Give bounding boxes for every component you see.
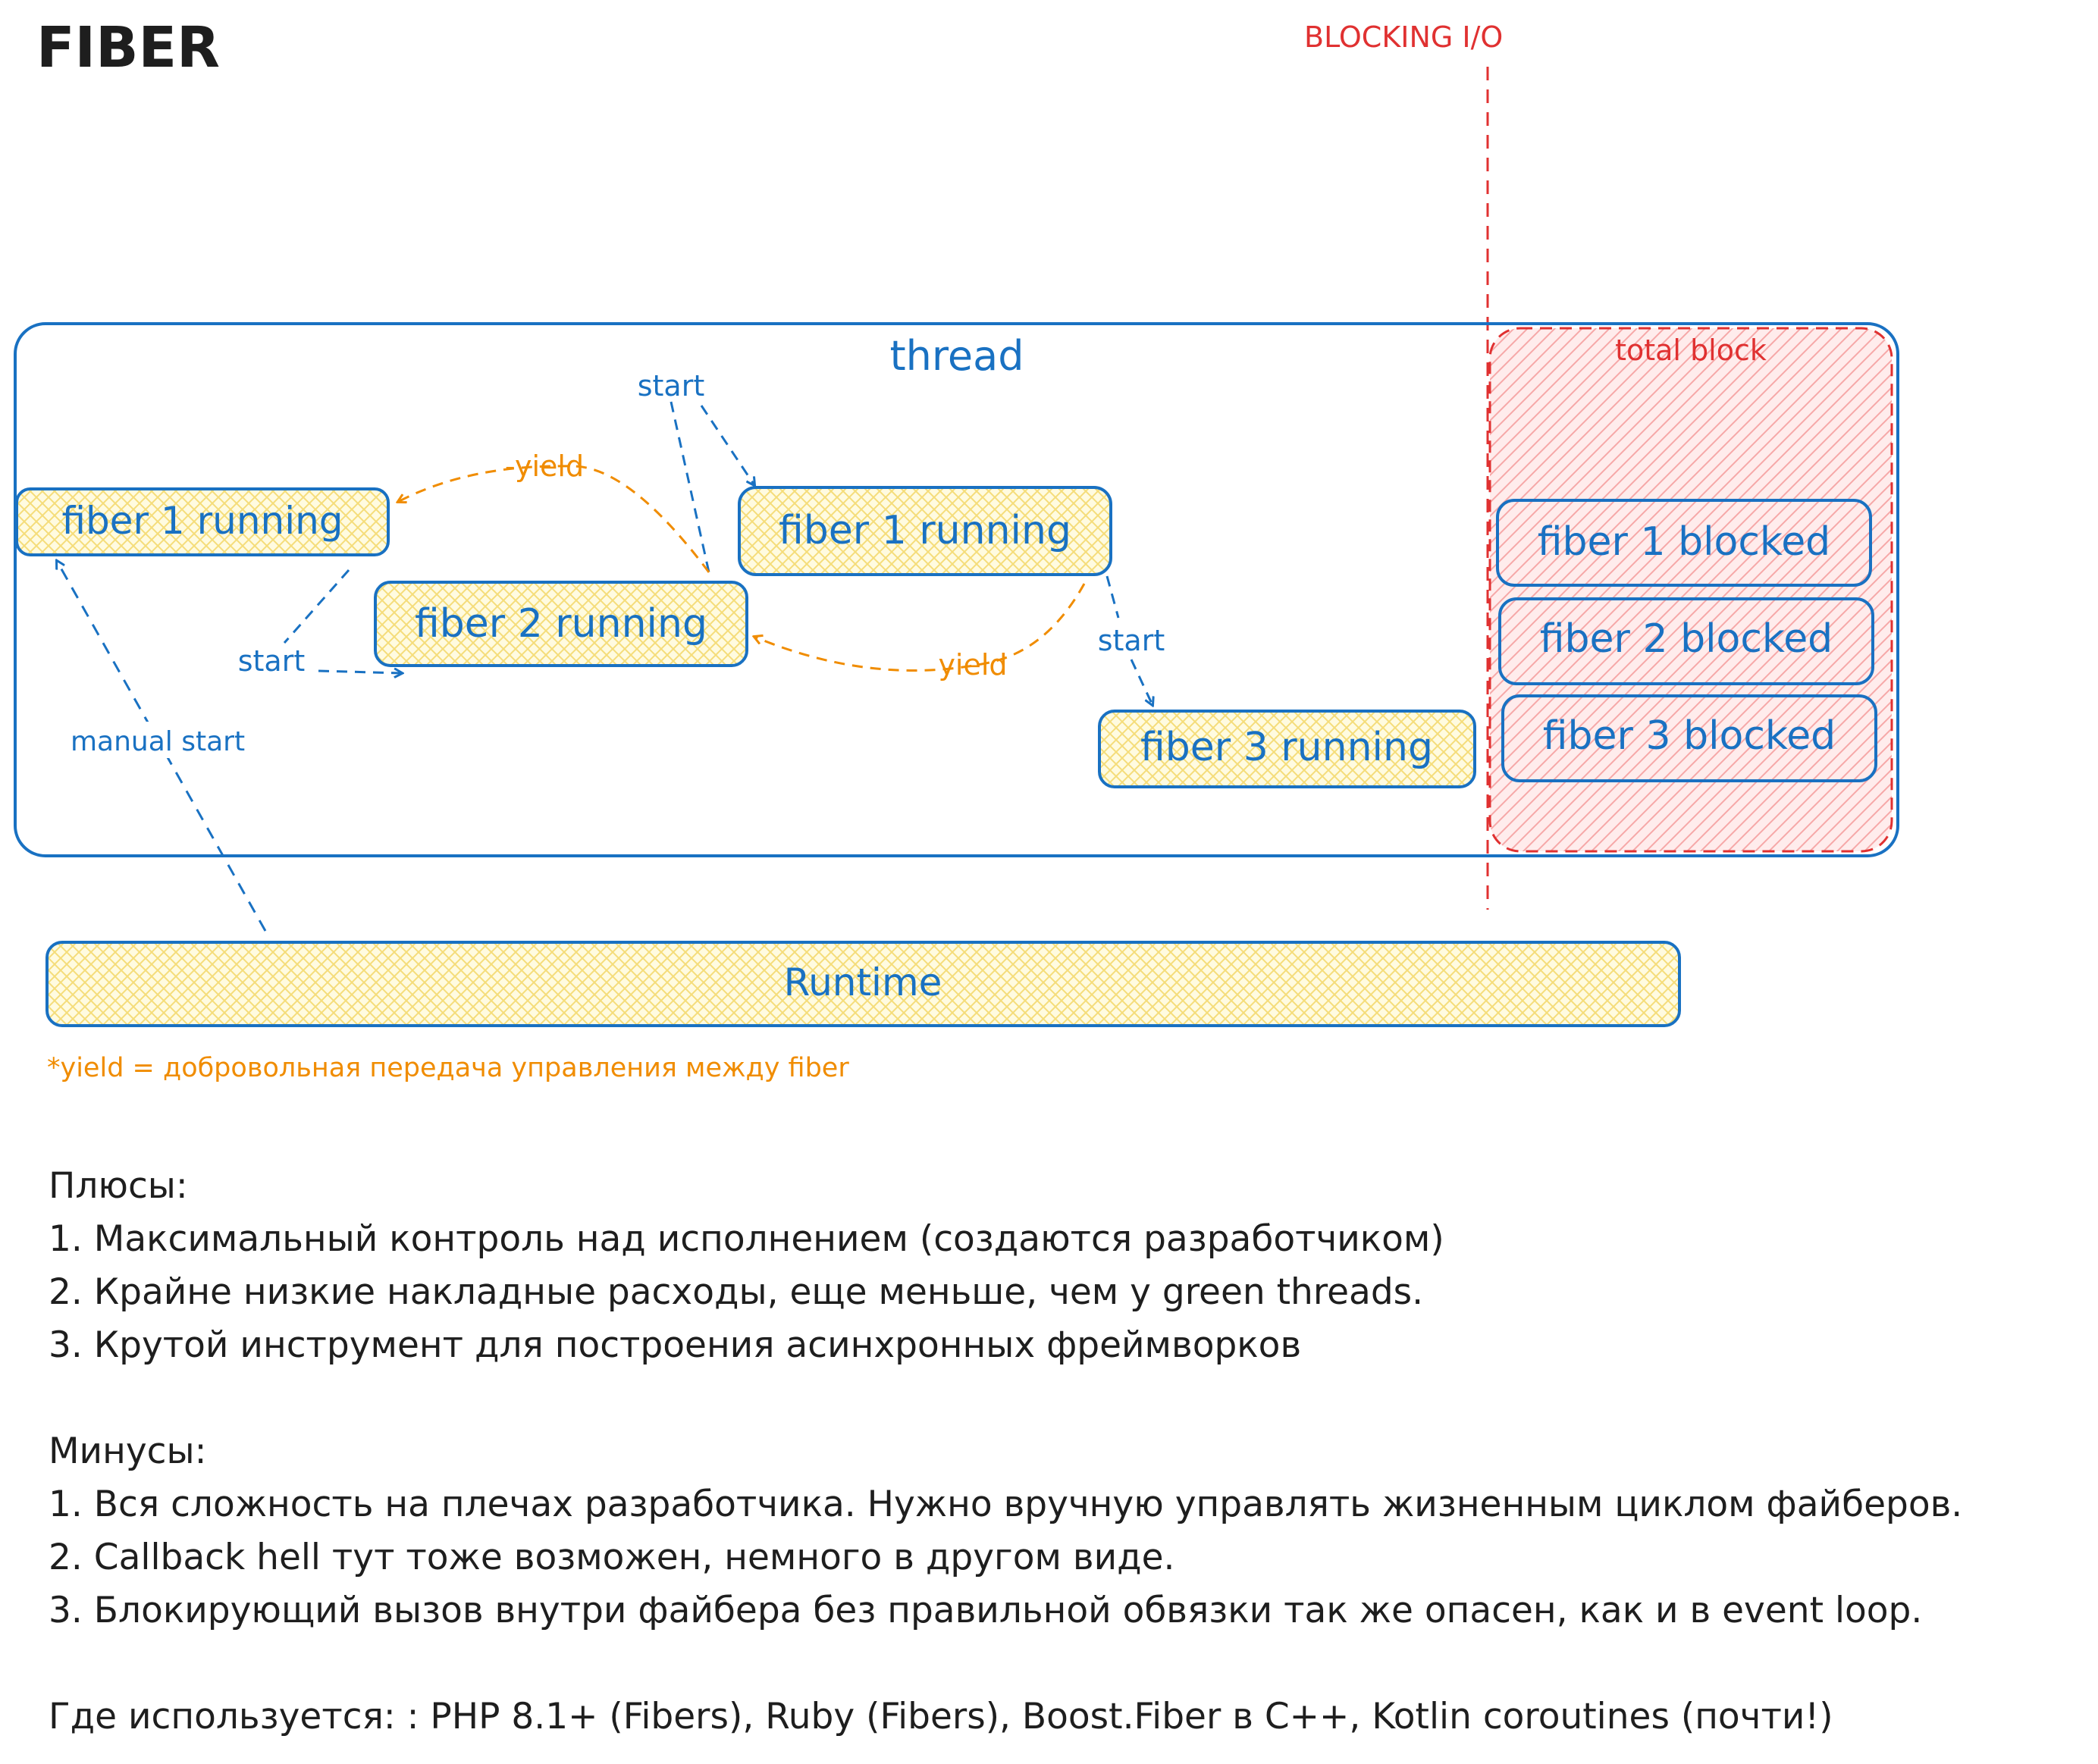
cons-title: Минусы: <box>49 1430 207 1472</box>
runtime-label: Runtime <box>784 960 942 1004</box>
fiber-box-2-running: fiber 2 running <box>374 581 748 667</box>
pros-item-3: 3. Крутой инструмент для построения асин… <box>49 1324 1302 1366</box>
fiber-3-running-label: fiber 3 running <box>1140 725 1433 770</box>
manual-start-label-bg <box>61 722 254 758</box>
runtime-box: Runtime <box>45 941 1681 1027</box>
start-label-top: start <box>638 369 705 403</box>
pros-title: Плюсы: <box>49 1165 188 1207</box>
cons-item-3: 3. Блокирующий вызов внутри файбера без … <box>49 1590 1923 1631</box>
cons-item-1: 1. Вся сложность на плечах разработчика.… <box>49 1484 1963 1525</box>
yield-footnote: *yield = добровольная передача управлени… <box>47 1053 849 1083</box>
start-arrow-right <box>1130 659 1152 705</box>
fiber-box-2-blocked: fiber 2 blocked <box>1498 597 1874 685</box>
total-block-label: total block <box>1615 334 1767 367</box>
notes-section: Плюсы: 1. Максимальный контроль над испо… <box>49 1160 2088 1744</box>
pros-item-2: 2. Крайне низкие накладные расходы, еще … <box>49 1271 1424 1313</box>
cons-item-2: 2. Callback hell тут тоже возможен, немн… <box>49 1537 1175 1578</box>
fiber-1-running-label: fiber 1 running <box>61 499 343 543</box>
yield-arrow-top <box>398 465 710 573</box>
usage-line: Где используется: : PHP 8.1+ (Fibers), R… <box>49 1696 1833 1737</box>
start-label-mid: start <box>238 644 306 678</box>
fiber-box-3-running: fiber 3 running <box>1098 710 1476 788</box>
pros-item-1: 1. Максимальный контроль над исполнением… <box>49 1218 1444 1260</box>
yield-arrow-bottom <box>754 583 1086 672</box>
fiber-1-blocked-label: fiber 1 blocked <box>1538 519 1830 565</box>
fiber-2-blocked-label: fiber 2 blocked <box>1540 616 1833 662</box>
start-connector-mid <box>283 569 350 644</box>
yield-label-top: -yield <box>505 450 584 483</box>
blocking-io-label: BLOCKING I/O <box>1304 20 1503 54</box>
fiber-box-3-blocked: fiber 3 blocked <box>1501 694 1877 782</box>
fiber-3-blocked-label: fiber 3 blocked <box>1543 713 1836 759</box>
manual-start-label: manual start <box>71 726 245 757</box>
fiber-1-running-second-label: fiber 1 running <box>779 508 1071 553</box>
start-label-right: start <box>1098 624 1165 657</box>
start-connector-right <box>1105 575 1120 619</box>
thread-label: thread <box>889 332 1024 380</box>
start-arrow-top <box>700 405 754 485</box>
fiber-2-running-label: fiber 2 running <box>415 601 707 647</box>
thread-container <box>14 322 1899 857</box>
yield-label-bottom: yield <box>938 648 1007 681</box>
fiber-box-1-running-second: fiber 1 running <box>738 486 1112 576</box>
fiber-box-1-blocked: fiber 1 blocked <box>1496 499 1872 587</box>
diagram-title: FIBER <box>36 15 220 80</box>
start-arrow-mid <box>318 671 402 673</box>
fiber-box-1-running: fiber 1 running <box>15 487 390 556</box>
start-connector-top <box>670 401 710 573</box>
